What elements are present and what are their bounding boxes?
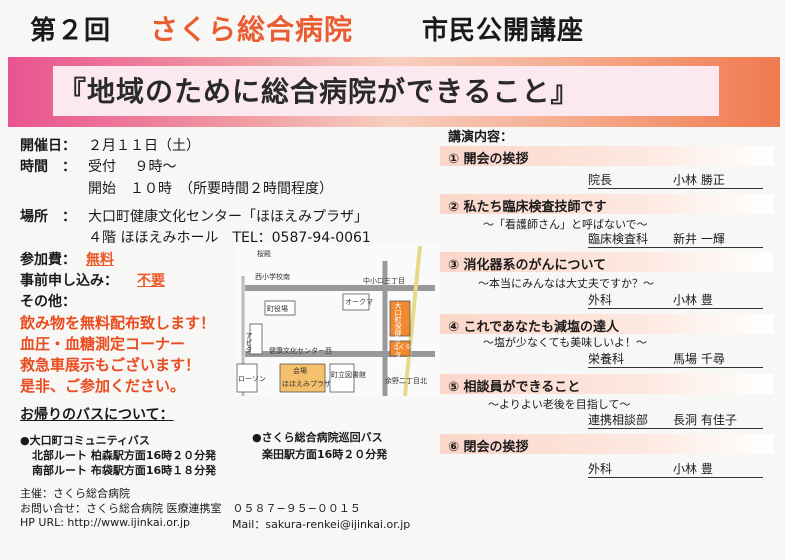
speaker-row: 外科 小林 豊 — [588, 460, 763, 478]
footer-mail: Mail：sakura-renkei@ijinkai.or.jp — [232, 518, 411, 531]
program-item: ⑤ 相談員ができること — [440, 374, 773, 395]
bus-right-title: ●さくら総合病院巡回バス — [252, 431, 383, 444]
program-item-title: ③ 消化器系のがんについて — [448, 258, 607, 273]
prereg-label: 事前申し込み： — [20, 273, 118, 289]
header: 第２回 さくら総合病院 市民公開講座 — [0, 0, 785, 56]
prereg-value: 不要 — [137, 273, 165, 289]
edition-label: 第２回 — [30, 16, 112, 46]
footer-organizer: 主催：さくら総合病院 — [20, 487, 130, 500]
program-item-title: ⑤ 相談員ができること — [448, 380, 581, 395]
bus-right-line: 楽田駅方面16時２０分発 — [262, 448, 388, 461]
map-label: ほほえみプラザ — [282, 380, 331, 388]
speaker-name: 小林 豊 — [673, 293, 713, 307]
speaker-name: 小林 勝正 — [673, 173, 725, 187]
map-label: 西小学校南 — [255, 273, 290, 281]
speaker-row: 臨床検査科 新井 一輝 — [588, 230, 763, 248]
program-item-title: ④ これであなたも減塩の達人 — [448, 320, 620, 335]
bus-left-line: 北部ルート 柏森駅方面16時２０分発 — [32, 449, 217, 462]
program-item-subtitle: 〜塩が少なくても美味しいよ！〜 — [483, 336, 647, 349]
footer-contact: お問い合せ：さくら総合病院 医療連携室 ０５８７−９５−００１５ — [20, 502, 361, 515]
time-reception: 受付 ９時〜 — [88, 159, 177, 175]
bus-heading: お帰りのバスについて： — [20, 407, 174, 423]
map-label: 余野二丁目北 — [385, 377, 427, 385]
speaker-name: 長洞 有佳子 — [673, 413, 737, 427]
access-map: 西小学校南 中小口三丁目 町役場 オークマ アピタ 健康文化センター西 大口町保… — [235, 246, 440, 396]
title-banner-box — [53, 66, 719, 116]
map-label: 桜殿 — [257, 250, 271, 258]
map-label: 健康文化センター西 — [269, 347, 332, 355]
speaker-name: 小林 豊 — [673, 462, 713, 476]
speaker-name: 馬場 千尋 — [673, 352, 725, 366]
date-label: 開催日： — [20, 138, 76, 154]
program-item: ⑥ 閉会の挨拶 — [440, 434, 773, 455]
map-label: 中小口三丁目 — [363, 277, 405, 285]
speaker-name: 新井 一輝 — [673, 232, 725, 246]
speaker-row: 連携相談部 長洞 有佳子 — [588, 411, 763, 429]
program-item-subtitle: 〜本当にみんなは大丈夫ですか？〜 — [478, 277, 654, 290]
map-label: 町役場 — [267, 305, 288, 313]
program-item-subtitle: 〜よりよい老後を目指して〜 — [488, 398, 631, 411]
fee-label: 参加費： — [20, 252, 76, 268]
series-title: 市民公開講座 — [422, 16, 585, 46]
program-item-title: ② 私たち臨床検査技師です — [448, 200, 607, 215]
speaker-role: 臨床検査科 — [588, 232, 649, 246]
venue-name: 大口町健康文化センター「ほほえみプラザ」 — [88, 209, 368, 225]
speaker-row: 栄養科 馬場 千尋 — [588, 350, 763, 368]
map-label: 会場 — [293, 367, 307, 375]
program-item-subtitle: 〜「看護師さん」と呼ばないで〜 — [483, 218, 648, 231]
speaker-role: 外科 — [588, 462, 613, 476]
map-label: 町立図書館 — [331, 371, 366, 379]
footer-url: HP URL: http://www.ijinkai.or.jp — [20, 516, 190, 529]
speaker-role: 外科 — [588, 293, 613, 307]
lecture-title: 『地域のために総合病院ができること』 — [58, 75, 580, 108]
map-label: オークマ — [345, 298, 373, 306]
other-line: 是非、ご参加ください。 — [20, 377, 186, 395]
speaker-role: 院長 — [588, 173, 613, 187]
venue-label: 場所 ： — [20, 209, 76, 225]
time-label: 時間 ： — [20, 159, 76, 175]
program-heading: 講演内容： — [448, 130, 514, 145]
map-label: 大口町保健センター — [394, 302, 402, 365]
venue-hall: ４階 ほほえみホール TEL：0587-94-0061 — [88, 230, 371, 246]
fee-value: 無料 — [86, 252, 114, 268]
other-line: 飲み物を無料配布致します！ — [20, 314, 216, 332]
program-item: ③ 消化器系のがんについて — [440, 252, 773, 273]
other-line: 救急車展示もございます！ — [20, 356, 201, 374]
program-item: ④ これであなたも減塩の達人 — [440, 314, 773, 335]
speaker-row: 院長 小林 勝正 — [588, 171, 763, 189]
program-item: ① 開会の挨拶 — [440, 146, 773, 167]
speaker-row: 外科 小林 豊 — [588, 291, 763, 309]
program-item-title: ⑥ 閉会の挨拶 — [448, 440, 529, 455]
date-value: ２月１１日（土） — [88, 138, 200, 154]
speaker-role: 連携相談部 — [588, 413, 649, 427]
other-label: その他： — [20, 294, 76, 310]
bus-left-line: 南部ルート 布袋駅方面16時１８分発 — [32, 464, 217, 477]
map-label: ローソン — [238, 375, 266, 383]
other-line: 血圧・血糖測定コーナー — [20, 335, 186, 353]
program-item-title: ① 開会の挨拶 — [448, 152, 529, 167]
hospital-name: さくら総合病院 — [150, 13, 354, 46]
time-start: 開始 １０時 （所要時間２時間程度） — [88, 181, 333, 197]
map-roads — [236, 246, 435, 396]
map-label: さくら総合病院 — [393, 344, 436, 351]
map-label: アピタ — [245, 332, 253, 353]
speaker-role: 栄養科 — [588, 352, 625, 366]
program-item: ② 私たち臨床検査技師です — [440, 194, 773, 215]
bus-left-title: ●大口町コミュニティバス — [20, 434, 150, 447]
